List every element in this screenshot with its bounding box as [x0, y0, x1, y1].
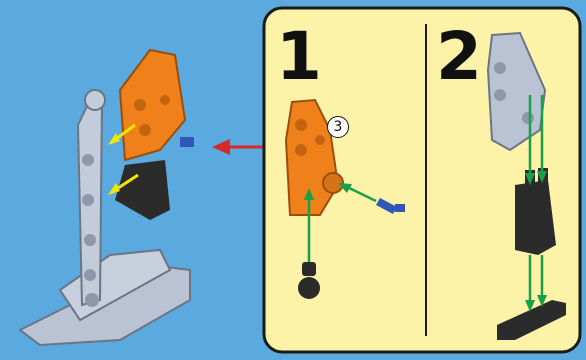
callout-arrow-icon — [212, 139, 263, 155]
substep-2-number: 2 — [436, 24, 482, 90]
substep-1-number: 1 — [276, 24, 322, 90]
main-assembly — [20, 50, 194, 345]
quantity-badge: 3 — [327, 116, 349, 138]
